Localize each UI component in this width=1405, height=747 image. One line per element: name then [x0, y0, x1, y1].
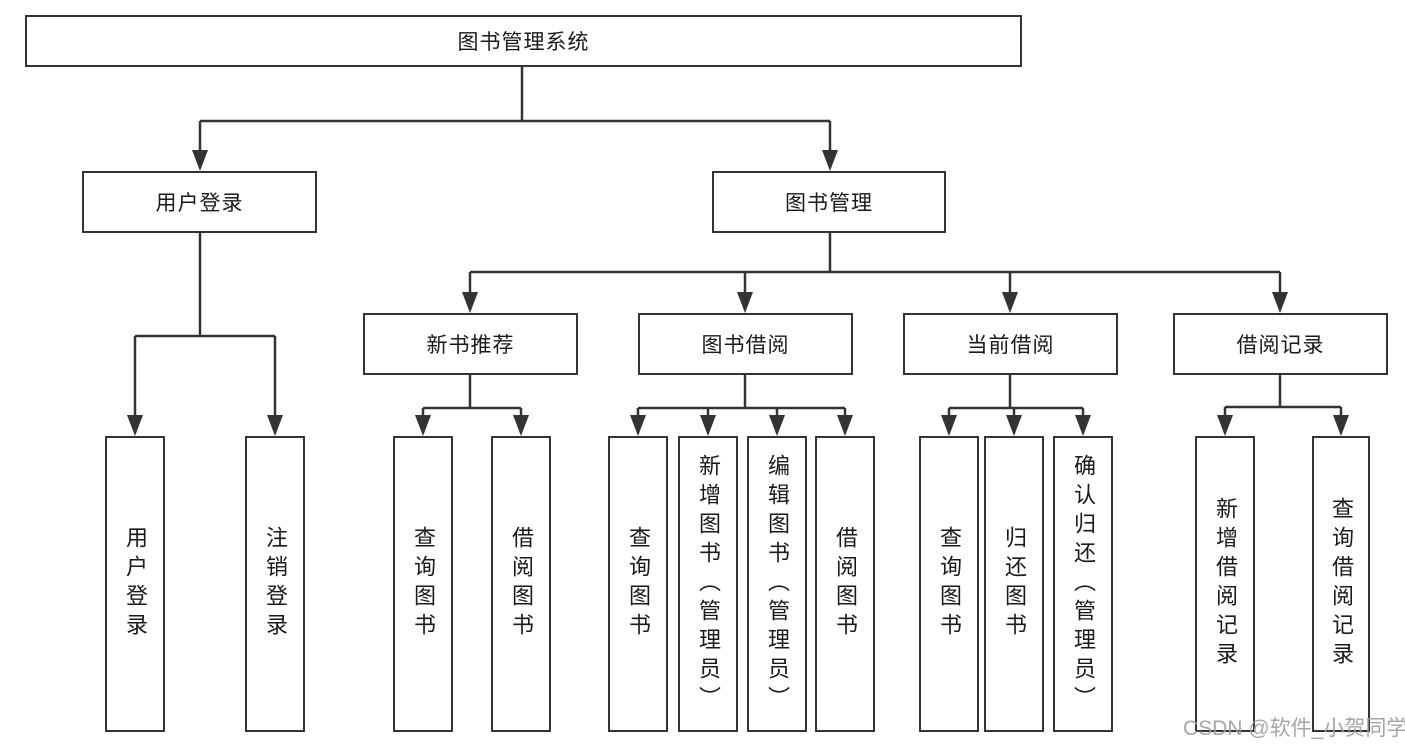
node-label: 查询图书	[411, 526, 436, 642]
leaf-current-return-books: 归还图书	[984, 436, 1044, 732]
watermark-csdn: CSDN @软件_小贺同学	[1183, 717, 1405, 740]
node-book-borrowing: 图书借阅	[638, 313, 853, 375]
leaf-borrow-borrow-books: 借阅图书	[815, 436, 875, 732]
leaf-borrow-query-books: 查询图书	[608, 436, 668, 732]
node-label: 归还图书	[1002, 526, 1027, 642]
node-label: 新增图书（管理员）	[696, 453, 721, 715]
node-label: 编辑图书（管理员）	[765, 453, 790, 715]
node-label: 借阅图书	[833, 526, 858, 642]
node-new-book-recommendation: 新书推荐	[363, 313, 578, 375]
node-label: 确认归还（管理员）	[1071, 453, 1096, 715]
node-label: 借阅记录	[1236, 334, 1325, 357]
leaf-newrec-query-books: 查询图书	[393, 436, 453, 732]
leaf-logout: 注销登录	[245, 436, 305, 732]
leaf-current-query-books: 查询图书	[919, 436, 979, 732]
node-label: 图书管理系统	[457, 31, 590, 54]
node-label: 图书管理	[785, 192, 873, 215]
node-user-login: 用户登录	[82, 171, 317, 233]
node-label: 当前借阅	[966, 334, 1055, 357]
leaf-current-confirm-return-admin: 确认归还（管理员）	[1053, 436, 1113, 732]
leaf-records-add-record: 新增借阅记录	[1195, 436, 1255, 732]
node-label: 查询借阅记录	[1329, 497, 1354, 671]
leaf-user-login: 用户登录	[105, 436, 165, 732]
node-label: 查询图书	[626, 526, 651, 642]
node-current-borrowing: 当前借阅	[903, 313, 1118, 375]
leaf-newrec-borrow-books: 借阅图书	[491, 436, 551, 732]
node-book-management: 图书管理	[712, 171, 946, 233]
node-label: 注销登录	[263, 526, 288, 642]
node-label: 新增借阅记录	[1213, 497, 1238, 671]
node-library-system: 图书管理系统	[25, 15, 1022, 67]
node-label: 借阅图书	[509, 526, 534, 642]
leaf-borrow-edit-books-admin: 编辑图书（管理员）	[747, 436, 807, 732]
node-label: 新书推荐	[426, 334, 515, 357]
node-label: 查询图书	[937, 526, 962, 642]
leaf-records-query-record: 查询借阅记录	[1312, 436, 1370, 732]
node-borrowing-records: 借阅记录	[1173, 313, 1388, 375]
leaf-borrow-add-books-admin: 新增图书（管理员）	[678, 436, 738, 732]
node-label: 用户登录	[155, 192, 244, 215]
node-label: 用户登录	[123, 526, 148, 642]
node-label: 图书借阅	[701, 334, 790, 357]
